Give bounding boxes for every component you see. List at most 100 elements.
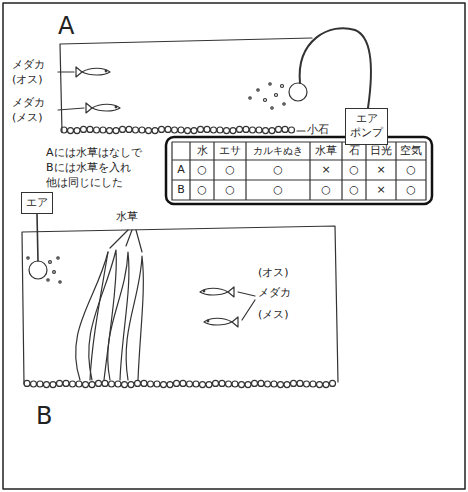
pebble bbox=[217, 127, 223, 133]
pebble bbox=[269, 128, 275, 134]
pebble bbox=[258, 380, 264, 386]
tank-outline bbox=[22, 226, 338, 384]
table-cell: ○ bbox=[246, 160, 310, 180]
pebble bbox=[139, 127, 145, 133]
pebble bbox=[120, 126, 126, 132]
pebble bbox=[211, 127, 217, 133]
pebble bbox=[159, 126, 165, 132]
leader-line bbox=[58, 72, 84, 110]
table-cell: × bbox=[310, 160, 342, 180]
pebble bbox=[239, 382, 245, 388]
pebble bbox=[191, 128, 197, 134]
pebble bbox=[243, 126, 249, 132]
pebble bbox=[100, 127, 106, 133]
pebble bbox=[152, 128, 158, 134]
bubbles bbox=[249, 83, 285, 109]
pebble bbox=[213, 380, 219, 386]
pebble bbox=[198, 126, 204, 132]
pebble bbox=[102, 380, 108, 386]
fish-label: メダカ (メス) bbox=[12, 96, 58, 126]
pebble bbox=[146, 128, 152, 134]
pebble bbox=[230, 128, 236, 134]
table-header: 日光 bbox=[366, 142, 396, 160]
pebble bbox=[271, 381, 277, 387]
table-header: エサ bbox=[214, 142, 246, 160]
pebble bbox=[94, 127, 100, 133]
pebble bbox=[282, 126, 288, 132]
pebble bbox=[245, 382, 251, 388]
pebble bbox=[180, 380, 186, 386]
part-label: 水草 bbox=[116, 210, 156, 225]
pebble bbox=[31, 381, 37, 387]
table-cell: × bbox=[366, 180, 396, 200]
leader-line bbox=[297, 130, 305, 131]
pebble bbox=[76, 381, 82, 387]
pebble bbox=[24, 380, 30, 386]
note-text: Aには水草はなしで Bには水草を入れ 他は同じにした bbox=[46, 146, 164, 191]
fish-male bbox=[200, 287, 234, 297]
pebble bbox=[206, 382, 212, 388]
pebble bbox=[141, 380, 147, 386]
gravel bbox=[61, 126, 295, 133]
air-tube bbox=[37, 214, 38, 261]
pebble bbox=[297, 380, 303, 386]
pebble bbox=[193, 381, 199, 387]
air-stone bbox=[29, 261, 47, 279]
pebble bbox=[115, 381, 121, 387]
pebble bbox=[323, 382, 329, 388]
part-label: 小石 bbox=[307, 123, 347, 138]
pebble bbox=[113, 128, 119, 134]
pebble bbox=[135, 380, 141, 386]
pebble bbox=[252, 380, 258, 386]
pebble bbox=[83, 382, 89, 388]
pebble bbox=[185, 128, 191, 134]
pebble bbox=[330, 380, 336, 386]
pebble bbox=[74, 128, 80, 134]
table-row-head: B bbox=[172, 180, 190, 200]
air-pump-box: エア ポンプ bbox=[345, 108, 388, 145]
gravel bbox=[24, 380, 336, 387]
pebble bbox=[109, 381, 115, 387]
pebble bbox=[126, 126, 132, 132]
fish-label: メダカ bbox=[258, 286, 308, 301]
pebble bbox=[44, 382, 50, 388]
pebble bbox=[96, 380, 102, 386]
frame bbox=[3, 3, 465, 489]
fish-male bbox=[76, 67, 110, 77]
table-cell: ○ bbox=[342, 160, 366, 180]
pebble bbox=[265, 381, 271, 387]
pebble bbox=[250, 127, 256, 133]
pebble bbox=[70, 381, 76, 387]
pebble bbox=[226, 381, 232, 387]
table-header: 水 bbox=[190, 142, 214, 160]
pebble bbox=[133, 127, 139, 133]
table-grid bbox=[172, 142, 426, 200]
pebble bbox=[289, 127, 295, 133]
pebble bbox=[37, 381, 43, 387]
pebble bbox=[128, 382, 134, 388]
table-border bbox=[166, 137, 432, 204]
table-cell: ○ bbox=[396, 180, 426, 200]
pebble bbox=[256, 127, 262, 133]
pebble bbox=[148, 381, 154, 387]
fish-label: メダカ (オス) bbox=[12, 58, 58, 88]
panel-letter: A bbox=[58, 10, 88, 42]
pebble bbox=[57, 380, 63, 386]
pebble bbox=[167, 382, 173, 388]
table-cell: ○ bbox=[190, 160, 214, 180]
pebble bbox=[61, 127, 67, 133]
pebble bbox=[50, 382, 56, 388]
table-header: カルキぬき bbox=[246, 142, 310, 160]
leader-line bbox=[238, 292, 255, 320]
fish-female bbox=[86, 103, 120, 113]
pebble bbox=[63, 380, 69, 386]
air-pump-box: エア bbox=[21, 192, 53, 214]
pebble bbox=[291, 380, 297, 386]
water-plant bbox=[76, 250, 144, 380]
pebble bbox=[219, 380, 225, 386]
pebble bbox=[263, 128, 269, 134]
pebble bbox=[317, 382, 323, 388]
pebble bbox=[81, 126, 87, 132]
